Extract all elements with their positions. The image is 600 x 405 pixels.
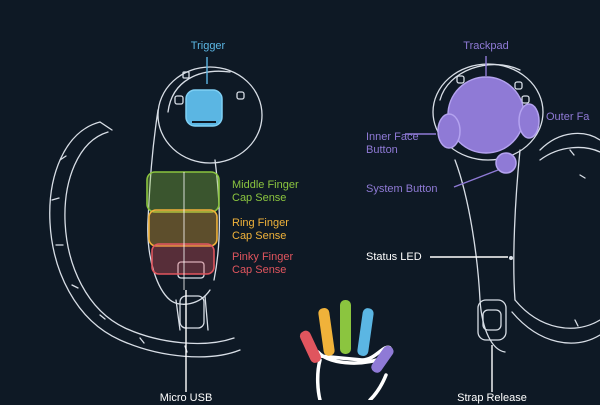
system-button (495, 152, 517, 174)
outer-face-button (518, 103, 540, 139)
pinky-finger-label-line2: Cap Sense (232, 264, 287, 276)
pinky-finger-zone (151, 243, 215, 275)
middle-finger-zone (146, 171, 220, 213)
pinky-finger-label-line1: Pinky Finger (232, 251, 294, 263)
ring-finger-label: Ring Finger Cap Sense (232, 217, 289, 243)
pinky-finger-label: Pinky Finger Cap Sense (232, 251, 293, 277)
trackpad-label: Trackpad (463, 40, 509, 52)
strap-release-label: Strap Release (457, 392, 527, 404)
trackpad (447, 76, 525, 154)
status-led (509, 256, 513, 260)
inner-face-label-line1: Inner Face (366, 131, 419, 143)
ring-finger-label-line2: Cap Sense (232, 230, 287, 242)
inner-face-label: Inner Face Button (366, 131, 419, 157)
ring-finger-zone (148, 209, 218, 247)
hand-icon (299, 300, 394, 400)
ring-finger-label-line1: Ring Finger (232, 217, 289, 229)
system-button-label: System Button (366, 183, 438, 195)
inner-face-label-line2: Button (366, 144, 398, 156)
middle-finger-label-line2: Cap Sense (232, 192, 287, 204)
outer-face-label: Outer Fa (546, 111, 590, 123)
inner-face-button (437, 113, 461, 149)
middle-finger-label-line1: Middle Finger (232, 179, 299, 191)
micro-usb-label: Micro USB (159, 392, 213, 404)
trigger-button (185, 89, 223, 127)
middle-finger-label: Middle Finger Cap Sense (232, 179, 299, 205)
trigger-label: Trigger (190, 40, 226, 52)
status-led-label: Status LED (366, 251, 422, 263)
